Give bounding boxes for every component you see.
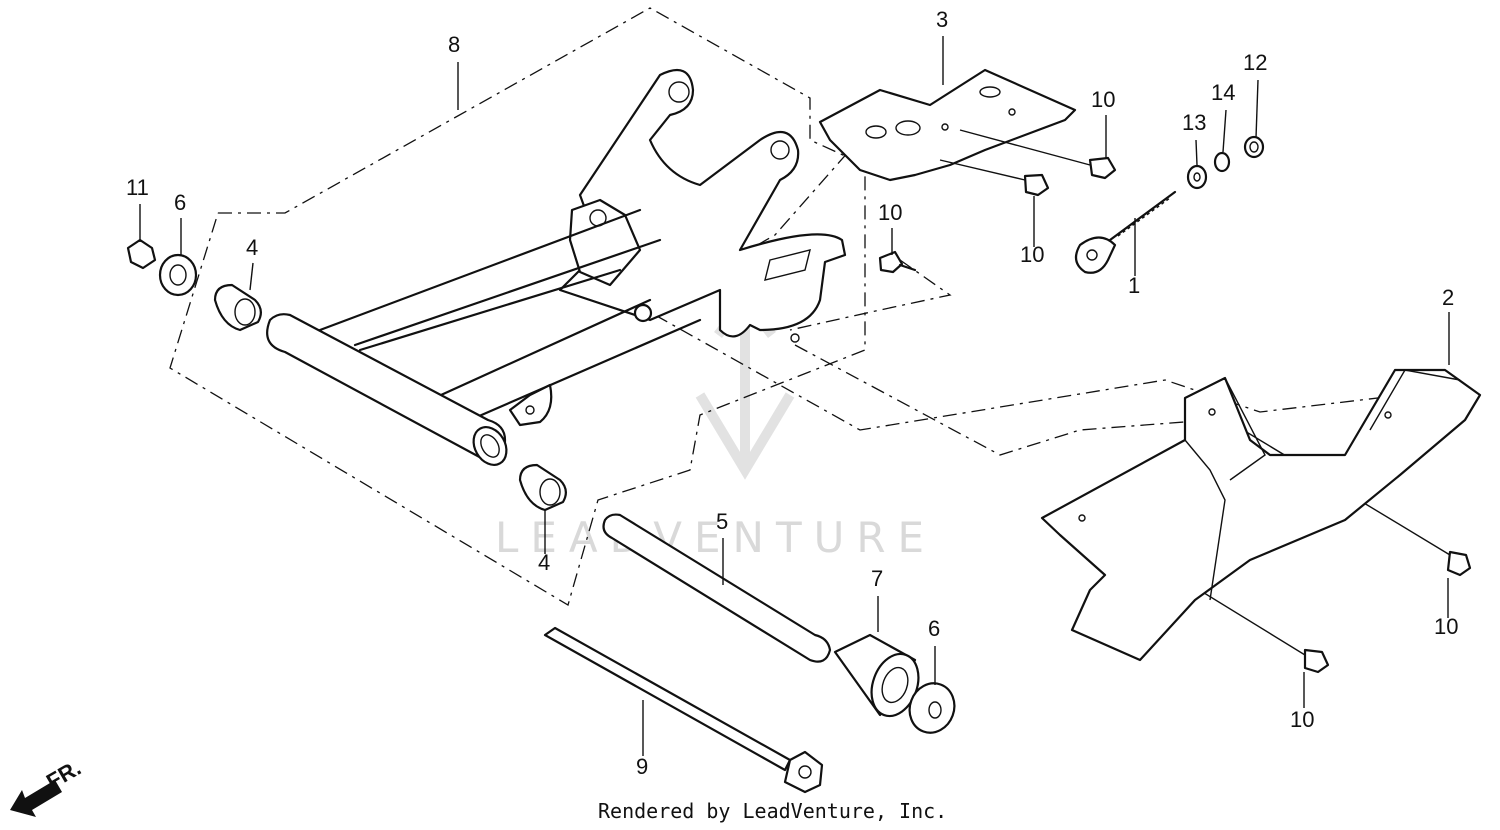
callout-14: 14 [1211,80,1235,105]
footer-credit: Rendered by LeadVenture, Inc. [598,799,947,823]
washer-part-13 [1186,164,1208,190]
pivot-bolt-part-9 [543,626,824,794]
callout-7: 7 [871,566,883,591]
bracket-part-3 [818,68,1077,182]
callout-5: 5 [716,509,728,534]
collar-tube-part-5 [602,513,832,663]
callout-4: 4 [246,235,258,260]
callout-9: 9 [636,754,648,779]
bushing-part-4-lower [518,463,567,512]
chain-guard-part-2 [1040,368,1482,662]
bushing-part-4-upper [213,283,262,332]
callout-8: 8 [448,32,460,57]
watermark-text: LEADVENTURE [495,513,936,562]
adjuster-bolt-part-1 [1074,190,1177,274]
callout-3: 3 [936,7,948,32]
callout-6: 6 [928,616,940,641]
lock-washer-part-14 [1213,151,1231,173]
nut-part-12 [1243,135,1265,159]
callout-6: 6 [174,190,186,215]
nut-part-11 [126,238,157,270]
washer-part-6-left [158,253,198,297]
callout-10: 10 [1290,707,1314,732]
flange-bolt-part-10-a [959,129,1117,180]
swingarm-part-8 [266,68,847,466]
callout-10: 10 [878,200,902,225]
callout-1: 1 [1128,273,1140,298]
flange-bolt-part-10-b [939,159,1050,197]
callout-10: 10 [1020,242,1044,267]
callout-2: 2 [1442,285,1454,310]
callout-11: 11 [126,175,149,200]
callout-13: 13 [1182,110,1206,135]
callout-10: 10 [1434,614,1458,639]
callout-numbers: 8 3 10 12 14 13 11 6 4 10 10 1 2 4 5 7 6… [126,7,1458,779]
leader-lines [139,36,1450,756]
callout-4: 4 [538,550,550,575]
callout-12: 12 [1243,50,1267,75]
flange-bolt-part-10-c [878,250,917,274]
callout-10: 10 [1091,87,1115,112]
rubber-bushing-part-7 [833,633,920,718]
washer-part-6-right [908,682,956,734]
front-direction-arrow-icon [10,780,62,817]
